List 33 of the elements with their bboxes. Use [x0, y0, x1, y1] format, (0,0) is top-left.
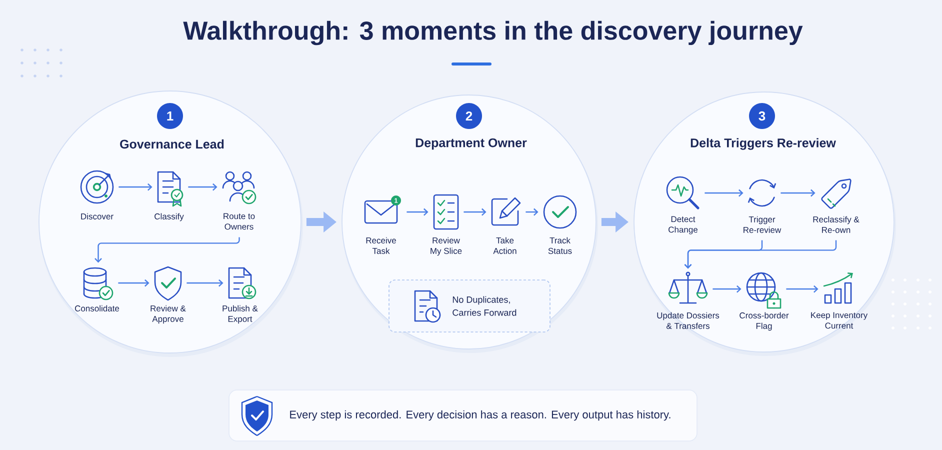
step-label: Consolidate	[75, 305, 120, 312]
step-label: Publish & Export	[222, 305, 258, 324]
arrow	[118, 183, 152, 191]
arrow	[188, 183, 218, 191]
step-label: Route to Owners	[224, 213, 255, 230]
step-label: Discover	[81, 213, 114, 220]
arrow	[406, 208, 428, 216]
number-badge: 2	[456, 103, 482, 129]
arrow	[786, 285, 818, 293]
number-badge: 1	[157, 103, 183, 129]
step-label: Receive Task	[366, 237, 396, 254]
arrow	[780, 189, 816, 197]
step-label: Trigger Re-review	[744, 216, 782, 233]
step-label: Update Dossiers & Transfers	[657, 312, 720, 329]
arrow	[526, 208, 538, 216]
step-label: Reclassify & Re-own	[813, 216, 860, 233]
step-label: Review My Slice	[430, 237, 462, 256]
note-box: No Duplicates, Carries Forward	[388, 280, 550, 332]
arrow	[464, 208, 486, 216]
arrow	[712, 285, 742, 293]
step-label: Take Action	[493, 237, 516, 254]
step-label: Classify	[154, 213, 184, 222]
arrow	[704, 189, 744, 197]
title: Walkthrough: 3 moments in the discovery journey	[183, 20, 803, 46]
banner: Every step is recorded. Every decision has a reason. Every output has history.	[228, 390, 698, 442]
number-badge: 3	[749, 103, 775, 129]
step-label: Keep Inventory Current	[811, 312, 868, 329]
step-label: Detect Change	[668, 216, 698, 234]
arrow	[118, 279, 150, 287]
arrow	[186, 279, 224, 287]
step-label: Review & Approve	[150, 305, 186, 324]
step-label: Track Status	[548, 237, 572, 254]
step-label: Cross-border Flag	[740, 312, 789, 331]
